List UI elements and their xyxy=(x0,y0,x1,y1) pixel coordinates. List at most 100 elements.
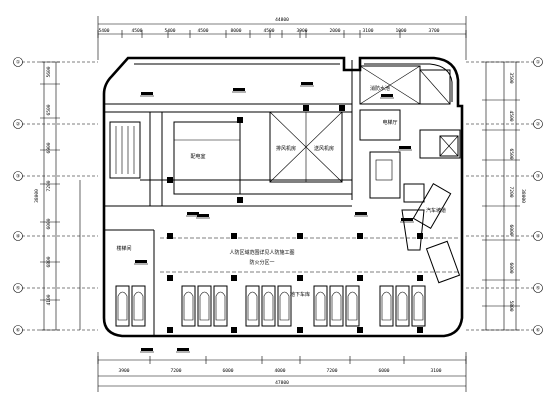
parking-stall xyxy=(197,285,212,327)
axis-label-right: ⑥ xyxy=(536,328,540,334)
column xyxy=(297,275,303,281)
label-mark xyxy=(177,348,189,351)
column xyxy=(417,327,423,333)
column xyxy=(303,105,309,111)
column xyxy=(237,197,243,203)
drive-aisle xyxy=(104,229,460,336)
axis-label-left: ④ xyxy=(16,234,20,240)
dim-text-top: 3900 xyxy=(296,28,307,34)
axis-label-right: ② xyxy=(536,122,540,128)
column xyxy=(167,177,173,183)
label-mark xyxy=(381,94,393,97)
parking-stall xyxy=(245,285,260,327)
car-symbol xyxy=(183,291,194,321)
column xyxy=(357,275,363,281)
car-symbol xyxy=(247,291,258,321)
column xyxy=(231,233,237,239)
parking-stall xyxy=(329,285,344,327)
column xyxy=(167,275,173,281)
parking-stall xyxy=(379,285,394,327)
label-mark xyxy=(135,260,147,263)
dim-text-right: 6500 xyxy=(508,148,514,159)
dim-text-top: 3100 xyxy=(362,28,373,34)
total-top-label: 44800 xyxy=(275,17,289,23)
dim-text-bottom: 7200 xyxy=(326,368,337,374)
label-mark xyxy=(233,88,245,91)
car-symbol xyxy=(331,291,342,321)
dim-text-left: 7200 xyxy=(46,180,52,191)
car-symbol xyxy=(117,291,128,321)
dim-text-top: 2000 xyxy=(329,28,340,34)
structural-columns xyxy=(167,105,423,333)
column xyxy=(231,275,237,281)
dim-text-right: 6000 xyxy=(508,224,514,235)
mechanical-area xyxy=(359,109,461,284)
car-symbol xyxy=(279,291,290,321)
dim-text-top: 4500 xyxy=(263,28,274,34)
dim-text-right: 6000 xyxy=(508,262,514,273)
dim-text-left: 6900 xyxy=(46,142,52,153)
dim-text-left: 4100 xyxy=(46,294,52,305)
axis-label-right: ① xyxy=(536,60,540,66)
parking-stall xyxy=(213,285,228,327)
column xyxy=(167,233,173,239)
room-label-supply: 送风机房 xyxy=(314,145,334,152)
dim-text-top: 5400 xyxy=(164,28,175,34)
room-label-pool: 消防水池 xyxy=(370,85,390,92)
car-symbol xyxy=(199,291,210,321)
parking-stall xyxy=(411,285,426,327)
column xyxy=(231,327,237,333)
axis-label-right: ③ xyxy=(536,174,540,180)
dim-text-top: 1000 xyxy=(395,28,406,34)
axis-label-left: ⑤ xyxy=(16,286,20,292)
dim-text-bottom: 7200 xyxy=(170,368,181,374)
note-fire-zone: 防火分区一 xyxy=(249,259,274,266)
column xyxy=(297,233,303,239)
parking-stall xyxy=(313,285,328,327)
car-symbol xyxy=(381,291,392,321)
label-mark xyxy=(141,92,153,95)
dim-text-top: 5400 xyxy=(98,28,109,34)
column xyxy=(297,327,303,333)
dim-text-left: 6000 xyxy=(46,218,52,229)
label-mark xyxy=(401,218,413,221)
dim-text-bottom: 6000 xyxy=(222,368,233,374)
parking-stall xyxy=(261,285,276,327)
room-label-garage: 地下车库 xyxy=(290,291,310,298)
total-bottom-label: 47800 xyxy=(275,380,289,386)
upper-rooms xyxy=(104,103,352,207)
car-symbol xyxy=(413,291,424,321)
stair-core-top-right xyxy=(359,65,451,105)
label-mark xyxy=(399,146,411,149)
axis-label-left: ⑥ xyxy=(16,328,20,334)
dim-text-bottom: 4000 xyxy=(274,368,285,374)
column xyxy=(417,233,423,239)
dim-text-top: 4500 xyxy=(131,28,142,34)
label-mark xyxy=(187,212,199,215)
column xyxy=(417,275,423,281)
column xyxy=(339,105,345,111)
dim-text-left: 6500 xyxy=(46,104,52,115)
axis-label-left: ② xyxy=(16,122,20,128)
column xyxy=(357,233,363,239)
parking-stall xyxy=(345,285,360,327)
label-mark xyxy=(141,348,153,351)
label-mark xyxy=(355,212,367,215)
axis-label-left: ③ xyxy=(16,174,20,180)
column xyxy=(237,117,243,123)
label-mark xyxy=(197,214,209,217)
parking-stalls xyxy=(115,285,426,327)
dim-text-right: 3500 xyxy=(508,72,514,83)
dim-text-top: 3700 xyxy=(428,28,439,34)
column xyxy=(167,327,173,333)
room-label-lobby: 电梯厅 xyxy=(382,119,397,126)
parking-stall xyxy=(181,285,196,327)
car-symbol xyxy=(347,291,358,321)
dim-text-right: 4500 xyxy=(508,110,514,121)
room-label-stair: 楼梯间 xyxy=(116,245,131,252)
